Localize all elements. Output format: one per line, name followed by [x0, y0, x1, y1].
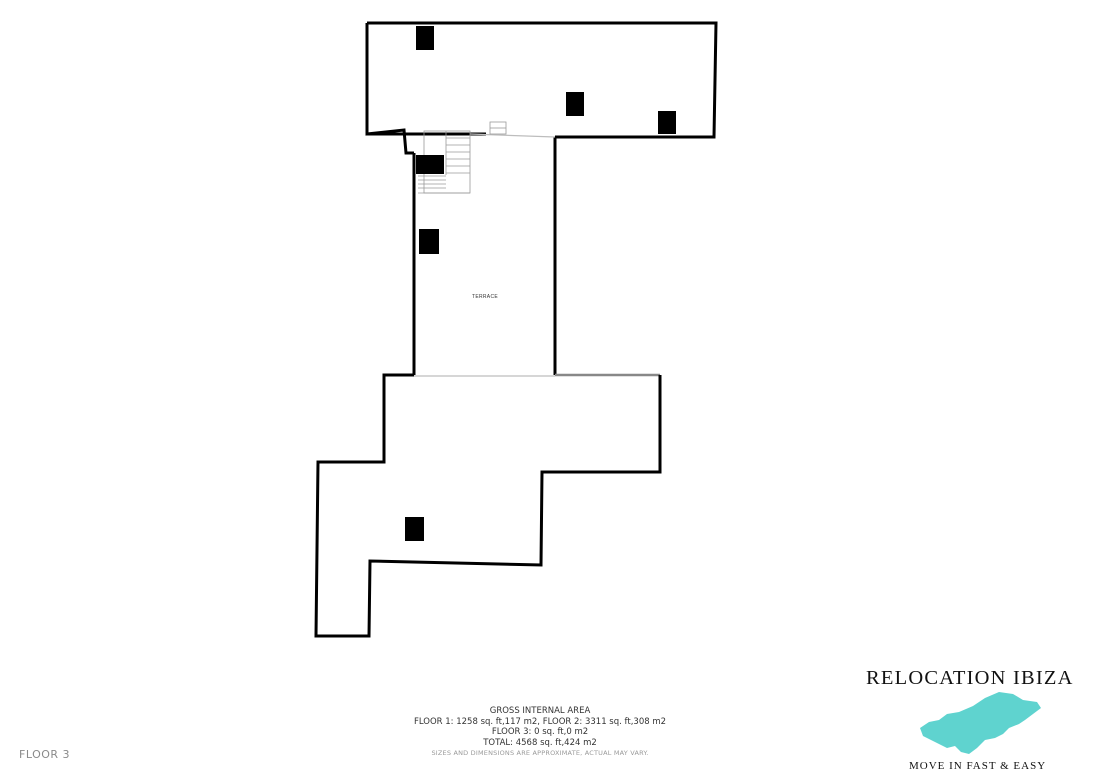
ibiza-island-logo-icon [920, 692, 1041, 754]
brand-tagline: MOVE IN FAST & EASY [909, 760, 1047, 772]
floor-label: FLOOR 3 [19, 748, 71, 761]
area-line-1: FLOOR 1: 1258 sq. ft,117 m2, FLOOR 2: 33… [413, 716, 667, 727]
column [419, 229, 439, 254]
area-line-2: FLOOR 3: 0 sq. ft,0 m2 [491, 727, 589, 737]
area-total: TOTAL: 4568 sq. ft,424 m2 [483, 737, 597, 748]
area-disclaimer: SIZES AND DIMENSIONS ARE APPROXIMATE, AC… [431, 749, 649, 757]
column [405, 517, 424, 541]
column [566, 92, 584, 116]
brand-name: RELOCATION IBIZA [866, 667, 1074, 689]
floor-plan [314, 21, 718, 638]
columns [405, 26, 676, 541]
gross-internal-area: GROSS INTERNAL AREA FLOOR 1: 1258 sq. ft… [380, 706, 700, 759]
column [658, 111, 676, 134]
column [416, 26, 434, 50]
column [416, 155, 444, 174]
top-room-wall-left [365, 23, 414, 155]
room-label-terrace: TERRACE [472, 294, 498, 300]
top-opening [469, 133, 556, 138]
lower-room-wall [314, 373, 662, 638]
staircase [418, 121, 507, 194]
area-title: GROSS INTERNAL AREA [489, 706, 591, 716]
